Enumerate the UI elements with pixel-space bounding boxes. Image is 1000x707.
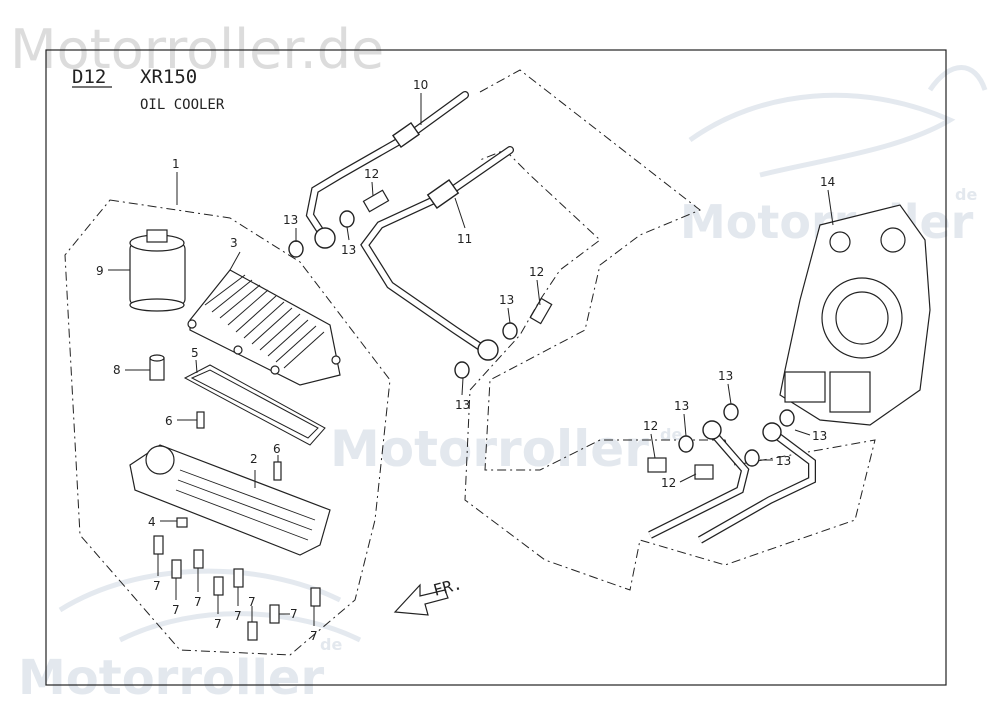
callout-3: 3 <box>230 236 238 250</box>
watermark-right-suffix: de <box>955 185 977 204</box>
callout-13: 13 <box>341 243 356 257</box>
callout-8: 8 <box>113 363 121 377</box>
callout-9: 9 <box>96 264 104 278</box>
callout-13: 13 <box>499 293 514 307</box>
callout-7: 7 <box>248 595 256 609</box>
banjo-bolts-part-12 <box>362 189 714 480</box>
watermark-center: Motorroller <box>330 420 649 478</box>
callout-6: 6 <box>165 414 173 428</box>
watermark-center-suffix: de <box>660 425 682 444</box>
pipe-routing-boundary <box>464 69 876 591</box>
watermark-bottom-left: Motorroller <box>18 650 324 706</box>
callout-7: 7 <box>234 609 242 623</box>
callout-labels: 1 2 3 4 5 6 6 7 7 7 7 7 7 7 7 8 9 10 11 … <box>96 78 835 643</box>
callout-13: 13 <box>674 399 689 413</box>
dowel-pin-part <box>196 411 205 429</box>
crankcase-cover-part <box>779 204 931 426</box>
callout-12: 12 <box>364 167 379 181</box>
callout-7: 7 <box>290 607 298 621</box>
callout-7: 7 <box>310 629 318 643</box>
watermark-bottom-left-suffix: de <box>320 635 342 654</box>
callout-11: 11 <box>457 232 472 246</box>
callout-12: 12 <box>643 419 658 433</box>
callout-13: 13 <box>718 369 733 383</box>
diagram-subtitle: OIL COOLER <box>140 97 225 113</box>
oil-pipe-upper-part <box>305 91 469 242</box>
callout-7: 7 <box>172 603 180 617</box>
oil-filter-part <box>129 229 186 312</box>
seal-part <box>176 517 188 528</box>
assembly-group-boundary <box>64 199 391 656</box>
callout-5: 5 <box>191 346 199 360</box>
leader-lines <box>108 93 834 626</box>
callout-7: 7 <box>194 595 202 609</box>
callout-14: 14 <box>820 175 835 189</box>
callout-13: 13 <box>812 429 827 443</box>
callout-1: 1 <box>172 157 180 171</box>
callout-7: 7 <box>153 579 161 593</box>
callout-13: 13 <box>455 398 470 412</box>
gasket-part <box>183 364 326 446</box>
callout-13: 13 <box>283 213 298 227</box>
callout-12: 12 <box>529 265 544 279</box>
oil-pipe-fitting-part <box>149 354 165 381</box>
watermark-scooter-graphics <box>58 65 988 643</box>
front-direction-arrow <box>393 583 449 616</box>
diagram-model: XR150 <box>140 66 197 88</box>
callout-2: 2 <box>250 452 258 466</box>
callout-4: 4 <box>148 515 156 529</box>
diagram-code: D12 <box>72 66 106 88</box>
callout-7: 7 <box>214 617 222 631</box>
callout-10: 10 <box>413 78 428 92</box>
callout-6: 6 <box>273 442 281 456</box>
sealing-washers-part-13 <box>288 210 795 467</box>
oil-cooler-base-part <box>129 444 331 556</box>
callout-12: 12 <box>661 476 676 490</box>
callout-13: 13 <box>776 454 791 468</box>
front-direction-label: FR. <box>431 574 464 600</box>
dowel-pin-part <box>273 461 282 481</box>
oil-cooler-finned-part <box>187 269 341 386</box>
diagram-frame <box>45 49 947 686</box>
